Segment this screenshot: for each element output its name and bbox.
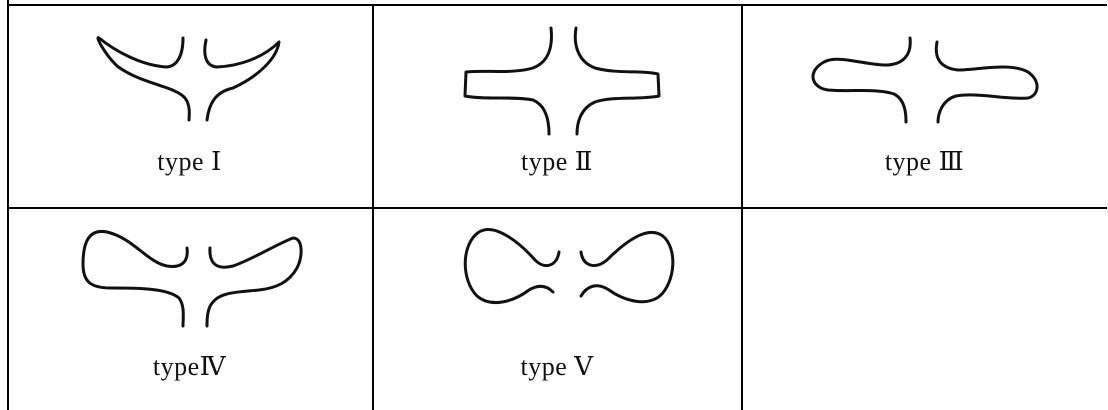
type-2-shape — [463, 26, 661, 136]
table-top-border — [7, 4, 1107, 6]
type-5-left-half — [463, 228, 561, 305]
type-2-left-half — [463, 26, 553, 136]
type-1-left-half — [96, 36, 191, 122]
type-4-right-half — [205, 236, 303, 328]
diagram-cell-type-4: typeⅣ — [7, 208, 372, 410]
type-1-right-half — [203, 38, 281, 122]
diagram-cell-type-3: type Ⅲ — [742, 4, 1107, 207]
type-2-right-half — [573, 26, 661, 136]
type-3-shape — [811, 36, 1039, 124]
diagram-cell-type-5: type Ⅴ — [373, 208, 741, 410]
figure-table: type Ⅰ type Ⅱ type Ⅲ typeⅣ — [7, 0, 1107, 410]
table-row-divider — [7, 207, 1107, 209]
type-1-shape — [96, 36, 281, 122]
type-4-shape — [81, 229, 303, 328]
table-col-divider-1 — [372, 4, 374, 410]
diagram-cell-type-1: type Ⅰ — [7, 4, 372, 207]
table-col-divider-2 — [741, 4, 743, 410]
type-5-label: type Ⅴ — [520, 352, 594, 381]
type-3-label: type Ⅲ — [884, 147, 965, 176]
type-1-label: type Ⅰ — [157, 147, 222, 176]
table-top-stub — [7, 0, 9, 4]
empty-cell — [742, 208, 1107, 410]
type-4-left-half — [81, 229, 189, 328]
type-3-left-half — [811, 36, 912, 124]
type-5-shape — [463, 228, 675, 305]
type-5-right-half — [579, 230, 675, 304]
type-4-label: typeⅣ — [152, 352, 227, 381]
type-2-label: type Ⅱ — [521, 147, 593, 176]
type-3-right-half — [934, 40, 1039, 124]
table-left-border — [7, 4, 9, 410]
diagram-cell-type-2: type Ⅱ — [373, 4, 741, 207]
